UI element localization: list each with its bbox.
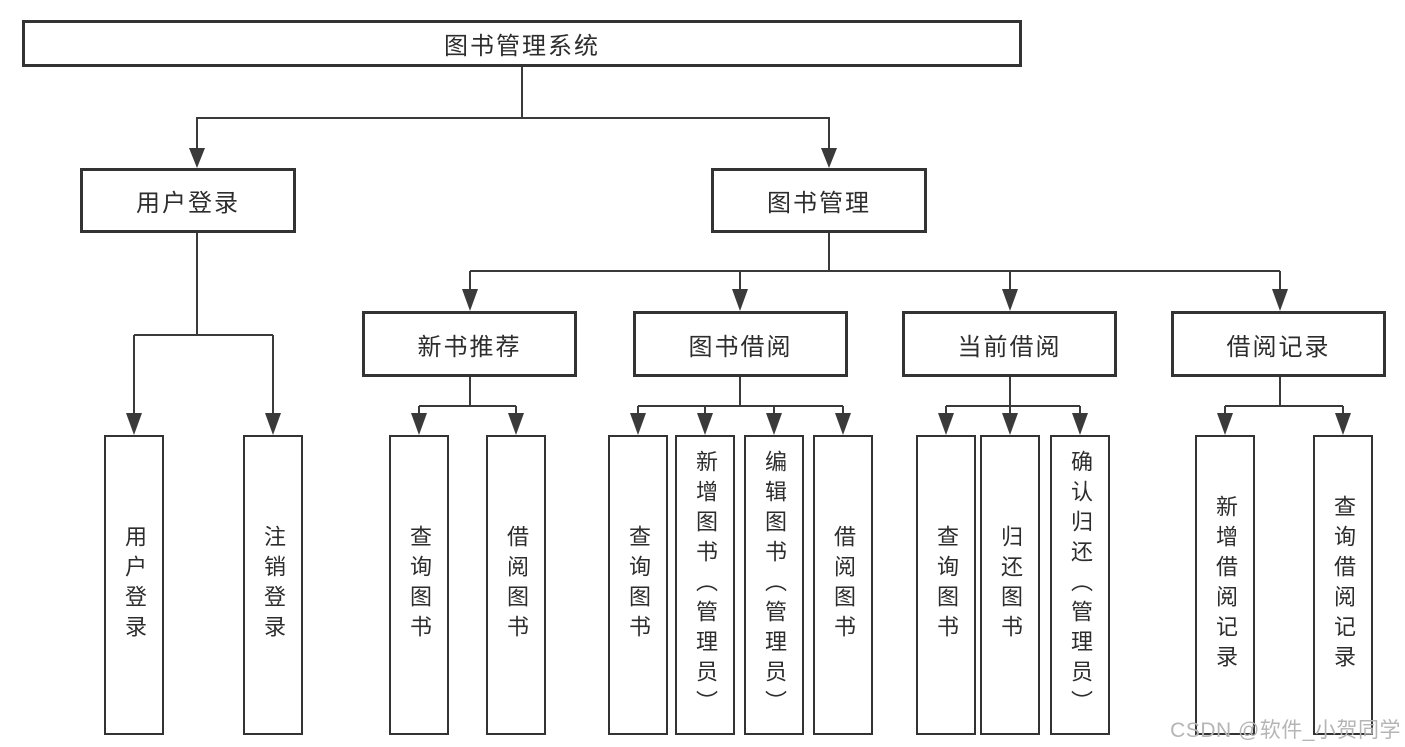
leaf-label: 编辑图书（管理员）: [762, 450, 787, 720]
leaf-return-book: 归还图书: [980, 435, 1040, 735]
leaf-query-books-current: 查询图书: [916, 435, 976, 735]
leaf-add-book-admin: 新增图书（管理员）: [675, 435, 735, 735]
leaf-label: 借阅图书: [831, 525, 856, 645]
node-borrow-records: 借阅记录: [1171, 311, 1386, 377]
leaf-label: 查询图书: [407, 525, 432, 645]
node-book-borrow: 图书借阅: [633, 311, 848, 377]
leaf-edit-book-admin: 编辑图书（管理员）: [744, 435, 804, 735]
leaf-borrow-books: 借阅图书: [813, 435, 873, 735]
node-user-login: 用户登录: [80, 168, 296, 233]
leaf-confirm-return-admin: 确认归还（管理员）: [1050, 435, 1110, 735]
leaf-label: 查询借阅记录: [1331, 495, 1356, 675]
leaf-label: 归还图书: [998, 525, 1023, 645]
leaf-label: 注销登录: [261, 525, 286, 645]
leaf-add-borrow-record: 新增借阅记录: [1195, 435, 1255, 735]
leaf-label: 新增借阅记录: [1213, 495, 1238, 675]
node-new-book-recommend: 新书推荐: [362, 311, 577, 377]
node-library-system: 图书管理系统: [22, 20, 1022, 67]
leaf-label: 用户登录: [122, 525, 147, 645]
node-current-borrow: 当前借阅: [902, 311, 1117, 377]
csdn-watermark: CSDN @软件_小贺同学: [1170, 719, 1401, 742]
leaf-label: 借阅图书: [504, 525, 529, 645]
leaf-query-borrow-record: 查询借阅记录: [1313, 435, 1373, 735]
leaf-borrow-books-recommend: 借阅图书: [486, 435, 546, 735]
leaf-label: 新增图书（管理员）: [693, 450, 718, 720]
leaf-query-books-borrow: 查询图书: [608, 435, 668, 735]
leaf-user-login: 用户登录: [104, 435, 164, 735]
node-book-management: 图书管理: [711, 168, 927, 233]
arrowheads: [126, 148, 1351, 435]
leaf-label: 查询图书: [934, 525, 959, 645]
leaf-query-books-recommend: 查询图书: [389, 435, 449, 735]
leaf-label: 查询图书: [626, 525, 651, 645]
leaf-label: 确认归还（管理员）: [1068, 450, 1093, 720]
leaf-logout: 注销登录: [243, 435, 303, 735]
